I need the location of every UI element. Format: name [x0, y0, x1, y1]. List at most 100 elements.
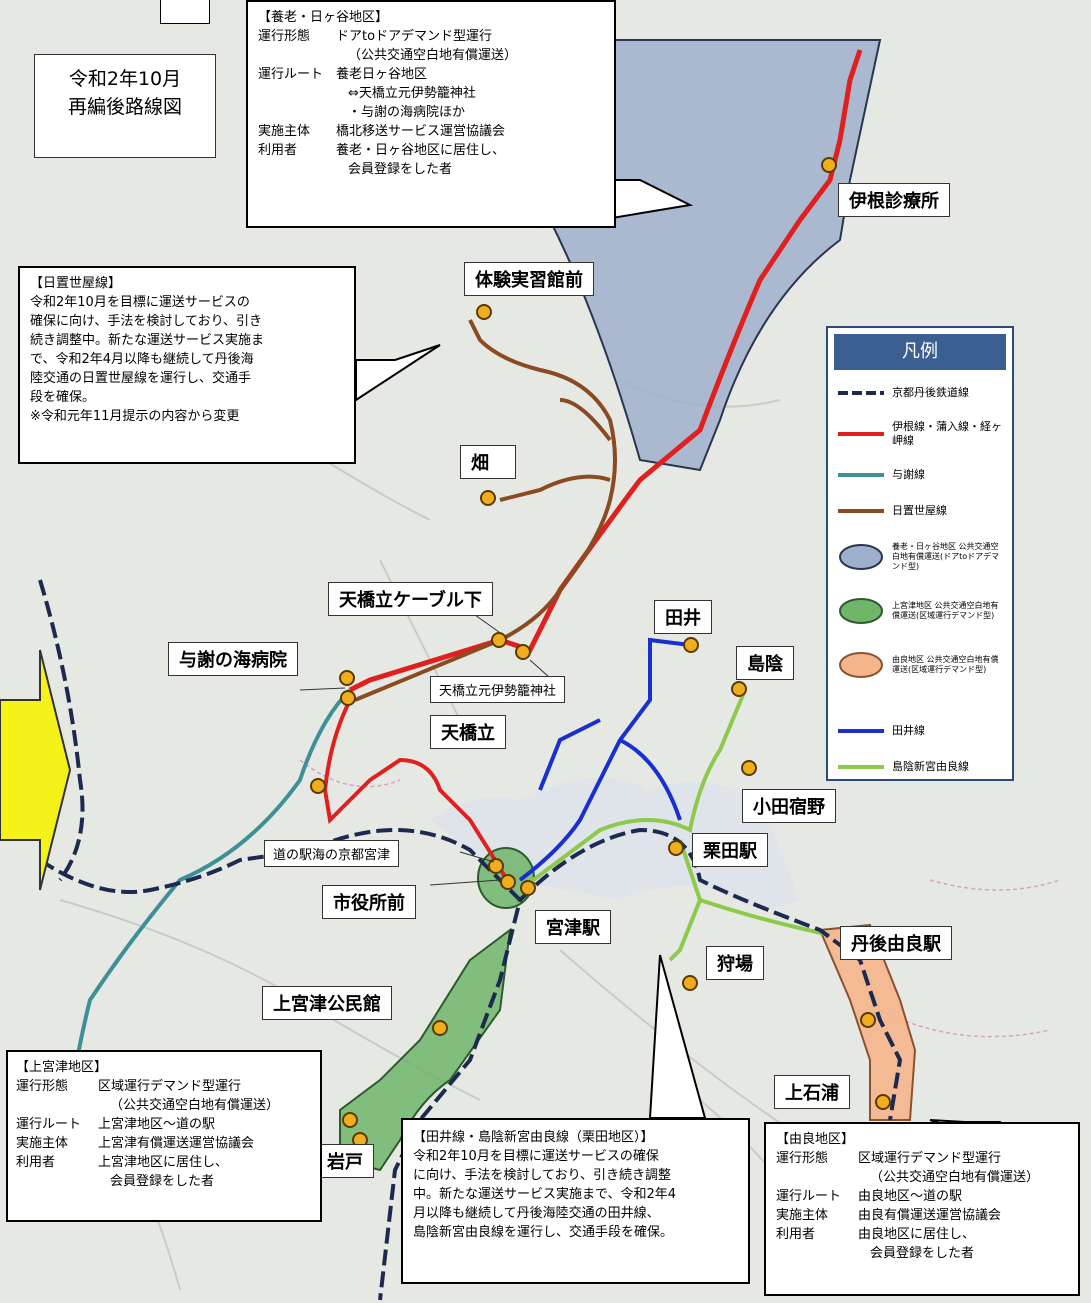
legend-swatch-yura-zone — [839, 652, 883, 678]
railway-line — [38, 827, 903, 1301]
yoro-row: 運行形態ドアtoドアデマンド型運行 — [258, 27, 604, 46]
label-miyazu-st: 宮津駅 — [535, 910, 611, 944]
stop-michinoeki — [488, 858, 504, 874]
label-motoise: 天橋立元伊勢籠神社 — [430, 676, 566, 703]
hioki-line: 令和2年10月を目標に運送サービスの — [30, 295, 250, 310]
label-ine-clinic: 伊根診療所 — [838, 183, 950, 217]
kamimiyazu-row-value: 上宮津有償運送運営協議会 — [98, 1136, 255, 1151]
yura-row-value: 由良有償運送運営協議会 — [858, 1208, 1002, 1223]
kamimiyazu-row-value: 上宮津地区～道の駅 — [98, 1117, 216, 1132]
label-hata: 畑 — [460, 445, 516, 479]
label-kamimiyazu: 上宮津公民館 — [262, 986, 392, 1020]
yoro-row: 実施主体橋北移送サービス運営協議会 — [258, 122, 604, 141]
arrow-indicator — [0, 649, 72, 891]
legend-swatch-hioki — [838, 509, 884, 513]
kamimiyazu-row-value: （公共交通空白地有償運送） — [110, 1098, 280, 1113]
stop-kamimiyazu — [432, 1020, 448, 1036]
label-kamiishiura: 上石浦 — [774, 1075, 850, 1109]
yoro-row-key: 利用者 — [258, 143, 298, 158]
label-tango-yura: 丹後由良駅 — [840, 926, 952, 960]
stop-tai — [683, 637, 699, 653]
stop-hata — [480, 490, 496, 506]
yura-info-box: 【由良地区】 運行形態 区域運行デマンド型運行 （公共交通空白地有償運送） 運行ルート… — [764, 1122, 1080, 1296]
leader-lines — [299, 609, 551, 886]
tai-line: 島陰新宮由良線を運行し、交通手段を確保。 — [413, 1225, 674, 1240]
yoro-row-key: 運行形態 — [258, 29, 311, 44]
yura-row-key: 実施主体 — [776, 1208, 829, 1223]
yoro-row-key — [258, 46, 336, 65]
legend-item-kamimiyazu-zone: 上宮津地区 公共交通空白地有償運送(区域運行デマンド型) — [838, 596, 1008, 626]
legend-swatch-railway — [838, 391, 884, 395]
kamimiyazu-row: 実施主体 上宮津有償運送運営協議会 — [16, 1134, 312, 1153]
yoro-row-key — [258, 103, 336, 122]
legend-label-yosa: 与謝線 — [892, 468, 925, 481]
yoro-row-value: 養老日ヶ谷地区 — [336, 67, 428, 82]
yura-row-value: 区域運行デマンド型運行 — [858, 1151, 1002, 1166]
yura-row: 実施主体 由良有償運送運営協議会 — [776, 1206, 1068, 1225]
hioki-heading: 【日置世屋線】 — [30, 276, 122, 291]
tai-line: に向け、手法を検討しており、引き続き調整 — [413, 1168, 672, 1183]
kamimiyazu-zone — [339, 927, 512, 1172]
yura-row-key — [776, 1244, 858, 1263]
yura-row-value: （公共交通空白地有償運送） — [870, 1170, 1040, 1185]
stop-motoise — [515, 644, 531, 660]
legend-label-railway: 京都丹後鉄道線 — [892, 386, 969, 399]
stop-kamiishiura — [875, 1094, 891, 1110]
stop-taiken — [476, 304, 492, 320]
label-amanohashidate: 天橋立 — [430, 715, 506, 749]
yoro-row-key — [258, 84, 336, 103]
label-shimakage: 島陰 — [736, 646, 794, 680]
stop-iwato-a — [342, 1112, 358, 1128]
label-shiyakusho: 市役所前 — [322, 885, 416, 919]
tai-line: 令和2年10月を目標に運送サービスの確保 — [413, 1149, 659, 1164]
label-hospital: 与謝の海病院 — [168, 642, 298, 676]
yura-heading: 【由良地区】 — [776, 1132, 855, 1147]
yura-row-key: 利用者 — [776, 1227, 816, 1242]
stop-cable — [491, 632, 507, 648]
yoro-info-box: 【養老・日ヶ谷地区】 運行形態ドアtoドアデマンド型運行（公共交通空白地有償運送… — [246, 0, 616, 228]
legend-item-yura-zone: 由良地区 公共交通空白地有償運送(区域運行デマンド型) — [838, 650, 1008, 680]
map-title-line1: 令和2年10月 — [68, 68, 182, 90]
railway-line-north — [38, 579, 85, 882]
stop-tango-yura — [860, 1012, 876, 1028]
legend-label-yoro-zone: 養老・日ヶ谷地区 公共交通空白地有償運送(ドアtoドアデマンド型) — [892, 542, 1000, 571]
kamimiyazu-info-box: 【上宮津地区】 運行形態区域運行デマンド型運行（公共交通空白地有償運送）運行ルー… — [6, 1050, 322, 1222]
kamimiyazu-row-key — [16, 1172, 98, 1191]
legend-label-kamimiyazu-zone: 上宮津地区 公共交通空白地有償運送(区域運行デマンド型) — [892, 601, 999, 620]
legend-swatch-kamimiyazu-zone — [839, 598, 883, 624]
label-kariba: 狩場 — [706, 946, 764, 980]
legend-label-shimakage: 島陰新宮由良線 — [892, 760, 969, 773]
legend-swatch-shimakage — [838, 765, 884, 769]
yoro-row-value: ⇔天橋立元伊勢籠神社 — [348, 86, 476, 101]
legend-panel: 凡例 京都丹後鉄道線 伊根線・蒲入線・経ヶ岬線 与謝線 日置世屋線 養老・日ヶ谷… — [826, 326, 1014, 781]
hioki-line: ※令和元年11月提示の内容から変更 — [30, 409, 240, 424]
stop-amanohashidate — [310, 778, 326, 794]
yura-row-key: 運行形態 — [776, 1151, 829, 1166]
label-tai: 田井 — [654, 600, 712, 634]
kamimiyazu-row-value: 上宮津地区に居住し、 — [98, 1155, 229, 1170]
yoro-row-value: （公共交通空白地有償運送） — [348, 48, 518, 63]
legend-item-ine: 伊根線・蒲入線・経ヶ岬線 — [838, 420, 1008, 448]
stop-kurita — [668, 840, 684, 856]
legend-label-ine: 伊根線・蒲入線・経ヶ岬線 — [892, 420, 1002, 447]
yoro-row-value: 養老・日ヶ谷地区に居住し、 — [336, 143, 506, 158]
legend-item-hioki: 日置世屋線 — [838, 504, 947, 518]
header-fragment-box — [160, 0, 210, 24]
label-taiken: 体験実習館前 — [464, 262, 594, 296]
kamimiyazu-row-key — [16, 1096, 98, 1115]
legend-swatch-yosa — [838, 473, 884, 477]
yura-row: 運行ルート由良地区～道の駅 — [776, 1187, 1068, 1206]
kamimiyazu-row-key: 実施主体 — [16, 1136, 69, 1151]
kamimiyazu-row: （公共交通空白地有償運送） — [16, 1096, 312, 1115]
yura-row: 利用者由良地区に居住し、 — [776, 1225, 1068, 1244]
stop-hospital-b — [340, 690, 356, 706]
hioki-line: で、令和2年4月以降も継続して丹後海 — [30, 352, 254, 367]
yura-row: 運行形態 区域運行デマンド型運行 — [776, 1149, 1068, 1168]
yoro-row: （公共交通空白地有償運送） — [258, 46, 604, 65]
kamimiyazu-heading: 【上宮津地区】 — [16, 1060, 108, 1075]
label-cable: 天橋立ケーブル下 — [328, 582, 493, 616]
kamimiyazu-row-value: 区域運行デマンド型運行 — [98, 1079, 242, 1094]
hioki-line: 続き調整中。新たな運送サービス実施ま — [30, 333, 265, 348]
label-iwato: 岩戸 — [316, 1144, 374, 1178]
kamimiyazu-row: 運行形態区域運行デマンド型運行 — [16, 1077, 312, 1096]
